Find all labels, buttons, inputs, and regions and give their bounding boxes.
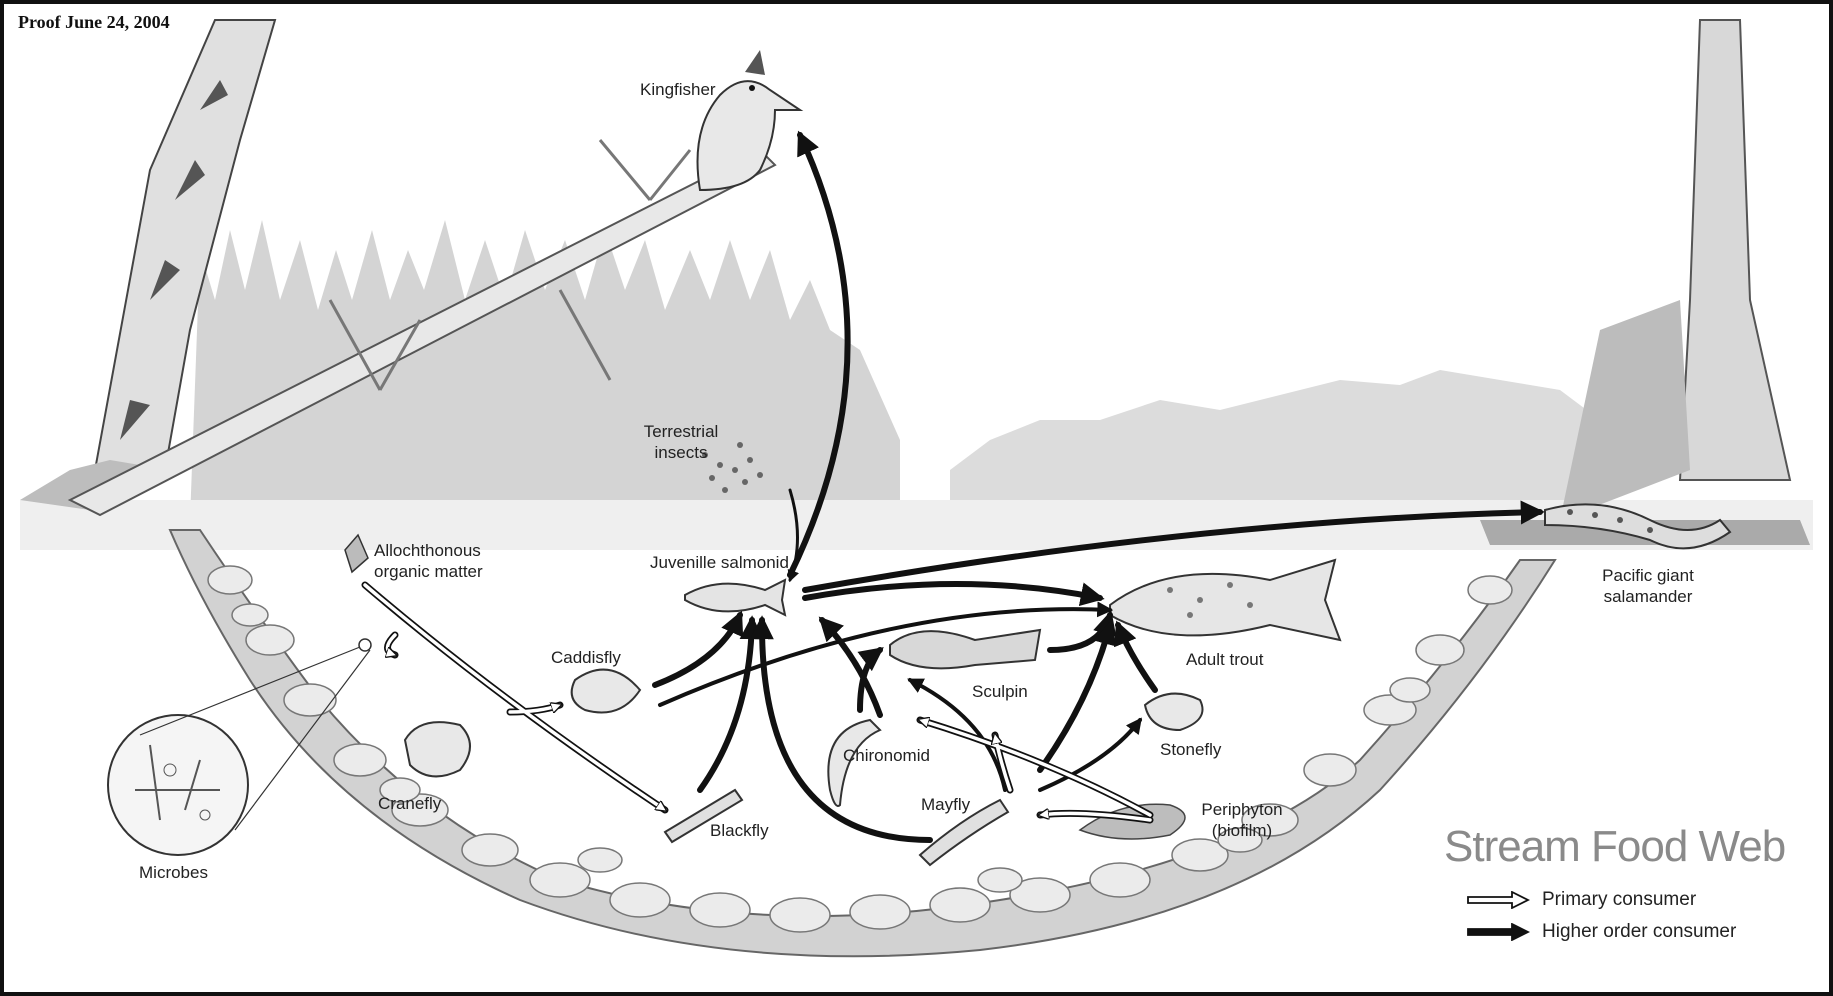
label-terrestrial-insects-line1: Terrestrial: [622, 421, 740, 442]
label-allochthonous-line2: organic matter: [374, 561, 483, 582]
legend-higher-label: Higher order consumer: [1542, 921, 1736, 943]
label-microbes: Microbes: [139, 862, 208, 883]
label-mayfly: Mayfly: [921, 794, 970, 815]
label-periphyton-line1: Periphyton: [1182, 799, 1302, 820]
label-salamander: Pacific giant salamander: [1588, 565, 1708, 607]
label-caddisfly: Caddisfly: [551, 647, 621, 668]
label-chironomid: Chironomid: [843, 745, 930, 766]
label-juvenile-salmonid: Juvenille salmonid: [650, 552, 789, 573]
label-kingfisher: Kingfisher: [640, 79, 716, 100]
legend-higher: Higher order consumer: [1466, 920, 1736, 944]
label-blackfly: Blackfly: [710, 820, 769, 841]
label-salamander-line1: Pacific giant: [1588, 565, 1708, 586]
label-terrestrial-insects-line2: insects: [622, 442, 740, 463]
label-allochthonous-line1: Allochthonous: [374, 540, 483, 561]
label-stonefly: Stonefly: [1160, 739, 1221, 760]
diagram-title: Stream Food Web: [1444, 822, 1785, 872]
label-periphyton: Periphyton (biofilm): [1182, 799, 1302, 841]
label-allochthonous: Allochthonous organic matter: [374, 540, 483, 582]
label-adult-trout: Adult trout: [1186, 649, 1264, 670]
cranefly-icon: [405, 722, 470, 776]
label-salamander-line2: salamander: [1588, 586, 1708, 607]
label-periphyton-line2: (biofilm): [1182, 820, 1302, 841]
label-sculpin: Sculpin: [972, 681, 1028, 702]
proof-stamp: Proof June 24, 2004: [18, 12, 170, 33]
legend-primary: Primary consumer: [1466, 888, 1696, 912]
legend-primary-label: Primary consumer: [1542, 889, 1696, 911]
label-cranefly: Cranefly: [378, 793, 441, 814]
primary-consumer-arrow-icon: [1466, 891, 1530, 909]
label-terrestrial-insects: Terrestrial insects: [622, 421, 740, 463]
higher-order-arrow-icon: [1466, 923, 1530, 941]
